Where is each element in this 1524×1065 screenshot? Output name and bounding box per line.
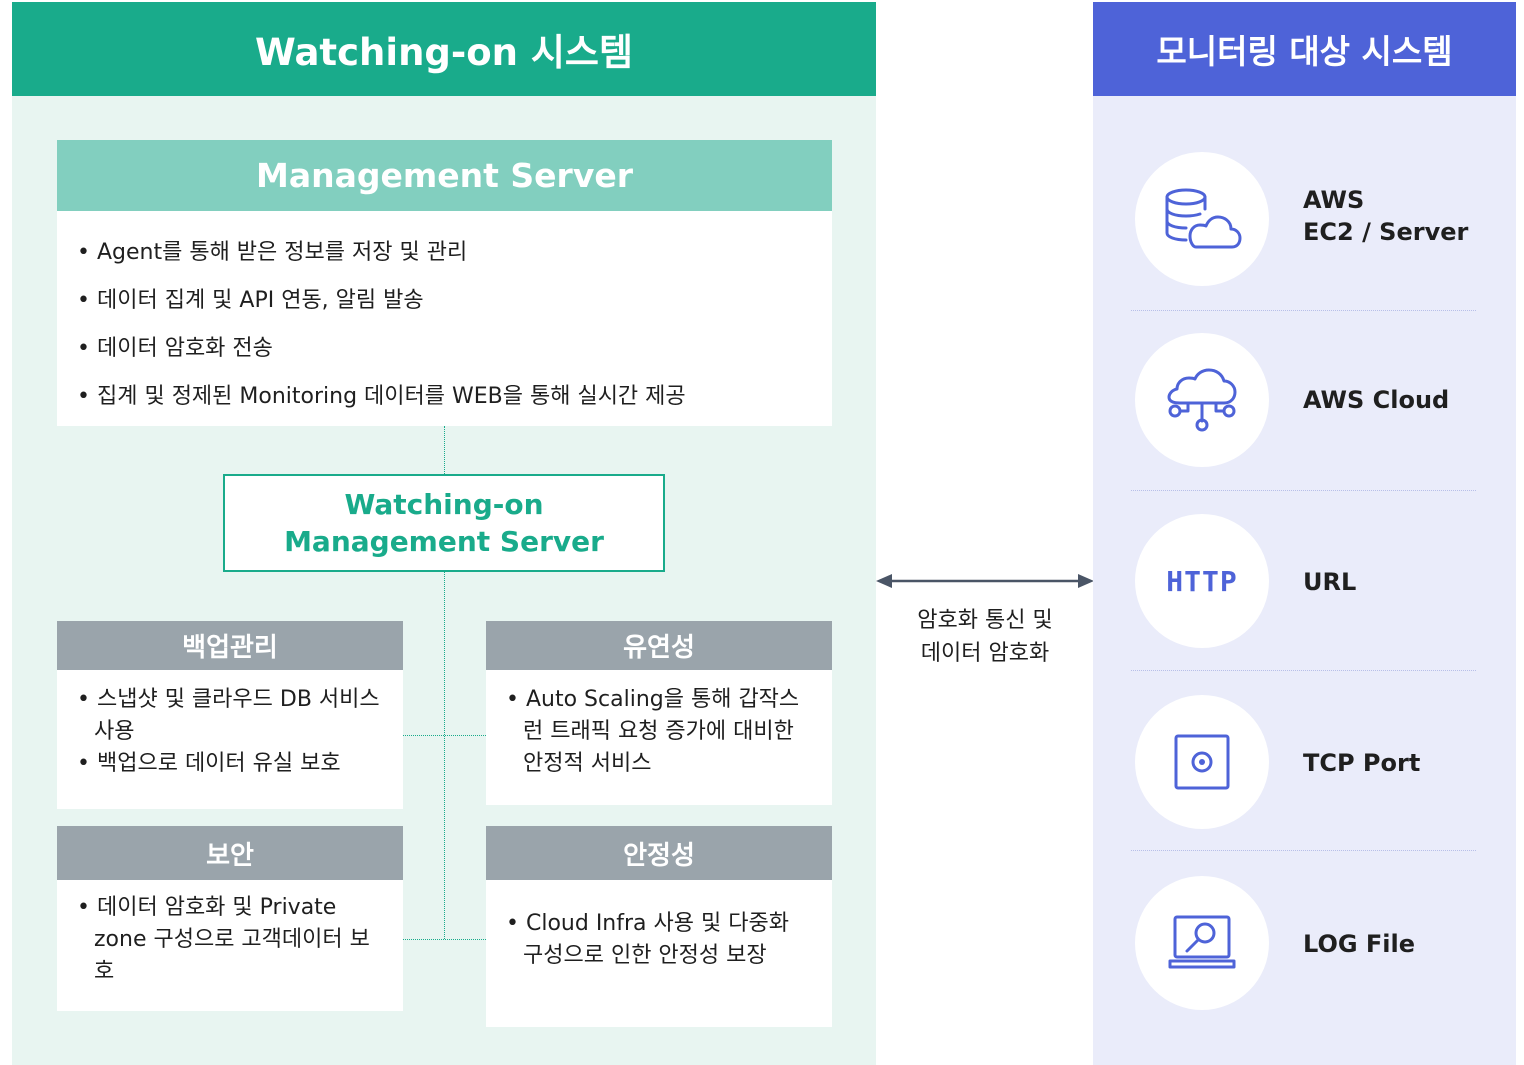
connection-label: 암호화 통신 및 데이터 암호화 bbox=[890, 604, 1080, 670]
divider bbox=[1131, 310, 1476, 311]
center-box-line2: Management Server bbox=[284, 525, 604, 558]
backup-card: 백업관리 스냅샷 및 클라우드 DB 서비스 사용 백업으로 데이터 유실 보호 bbox=[57, 621, 403, 809]
list-item: 데이터 암호화 전송 bbox=[77, 325, 812, 373]
connection-label-line1: 암호화 통신 및 bbox=[917, 608, 1053, 633]
watching-on-title: Watching-on 시스템 bbox=[12, 2, 876, 96]
list-item: Agent를 통해 받은 정보를 저장 및 관리 bbox=[77, 229, 812, 277]
flexibility-card: 유연성 Auto Scaling을 통해 갑작스런 트래픽 요청 증가에 대비한… bbox=[486, 621, 832, 805]
center-box-line1: Watching-on bbox=[344, 488, 544, 521]
url-circle: HTTP bbox=[1135, 514, 1269, 648]
port-icon bbox=[1174, 734, 1230, 790]
list-item: Cloud Infra 사용 및 다중화 구성으로 인한 안정성 보장 bbox=[506, 908, 812, 972]
divider bbox=[1131, 850, 1476, 851]
aws-cloud-circle bbox=[1135, 333, 1269, 467]
aws-cloud-label: AWS Cloud bbox=[1303, 386, 1450, 414]
backup-card-body: 스냅샷 및 클라우드 DB 서비스 사용 백업으로 데이터 유실 보호 bbox=[57, 670, 403, 809]
management-server-features: Agent를 통해 받은 정보를 저장 및 관리 데이터 집계 및 API 연동… bbox=[57, 211, 832, 426]
divider bbox=[1131, 670, 1476, 671]
stability-card-body: Cloud Infra 사용 및 다중화 구성으로 인한 안정성 보장 bbox=[486, 880, 832, 1027]
http-icon: HTTP bbox=[1166, 564, 1238, 598]
tcp-port-circle bbox=[1135, 695, 1269, 829]
backup-card-title: 백업관리 bbox=[57, 621, 403, 670]
tcp-port-label: TCP Port bbox=[1303, 749, 1421, 777]
stability-card: 안정성 Cloud Infra 사용 및 다중화 구성으로 인한 안정성 보장 bbox=[486, 826, 832, 1027]
target-label-line2: EC2 / Server bbox=[1303, 218, 1469, 246]
list-item: 데이터 집계 및 API 연동, 알림 발송 bbox=[77, 277, 812, 325]
connector-line bbox=[444, 426, 445, 474]
connector-line bbox=[403, 939, 486, 940]
laptop-search-icon bbox=[1168, 915, 1236, 969]
log-file-label: LOG File bbox=[1303, 930, 1416, 958]
list-item: 스냅샷 및 클라우드 DB 서비스 사용 bbox=[77, 684, 383, 748]
connector-line bbox=[444, 572, 445, 939]
stability-card-title: 안정성 bbox=[486, 826, 832, 880]
log-file-circle bbox=[1135, 876, 1269, 1010]
security-card: 보안 데이터 암호화 및 Private zone 구성으로 고객데이터 보호 bbox=[57, 826, 403, 1011]
management-server-title: Management Server bbox=[57, 140, 832, 211]
security-card-body: 데이터 암호화 및 Private zone 구성으로 고객데이터 보호 bbox=[57, 880, 403, 1011]
target-label-line1: AWS bbox=[1303, 186, 1365, 214]
aws-ec2-circle bbox=[1135, 152, 1269, 286]
watching-on-management-server-box: Watching-on Management Server bbox=[223, 474, 665, 572]
connection-label-line2: 데이터 암호화 bbox=[920, 641, 1050, 666]
list-item: 백업으로 데이터 유실 보호 bbox=[77, 748, 383, 780]
url-label: URL bbox=[1303, 568, 1357, 596]
list-item: 집계 및 정제된 Monitoring 데이터를 WEB을 통해 실시간 제공 bbox=[77, 373, 812, 421]
list-item: 데이터 암호화 및 Private zone 구성으로 고객데이터 보호 bbox=[77, 892, 383, 988]
flexibility-card-title: 유연성 bbox=[486, 621, 832, 670]
bidirectional-arrow bbox=[876, 574, 1094, 588]
database-cloud-icon bbox=[1165, 188, 1242, 249]
divider bbox=[1131, 490, 1476, 491]
security-card-title: 보안 bbox=[57, 826, 403, 880]
flexibility-card-body: Auto Scaling을 통해 갑작스런 트래픽 요청 증가에 대비한 안정적… bbox=[486, 670, 832, 805]
connector-line bbox=[403, 735, 486, 736]
aws-ec2-label: AWS EC2 / Server bbox=[1303, 184, 1468, 248]
list-item: Auto Scaling을 통해 갑작스런 트래픽 요청 증가에 대비한 안정적… bbox=[506, 684, 812, 780]
monitoring-target-title: 모니터링 대상 시스템 bbox=[1093, 2, 1516, 96]
cloud-network-icon bbox=[1167, 368, 1237, 432]
